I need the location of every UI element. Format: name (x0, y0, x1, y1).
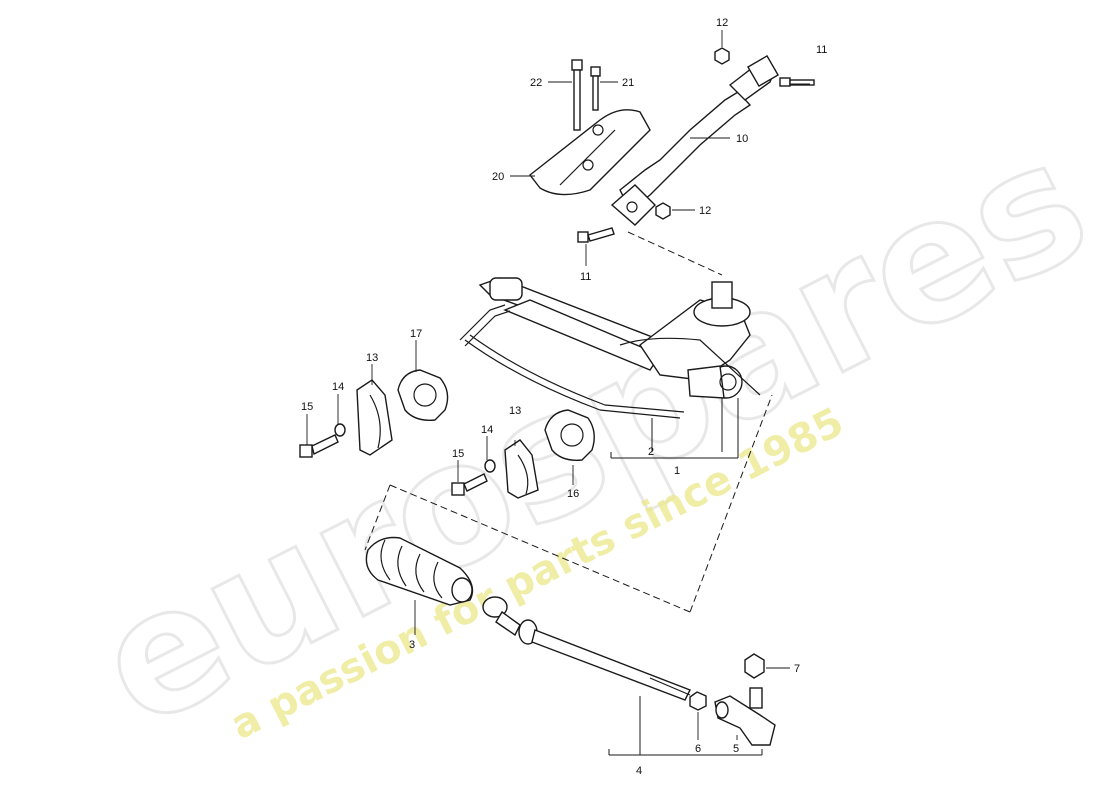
bolt-part-11-top[interactable] (779, 77, 815, 87)
leader-lines (306, 30, 810, 740)
callout-7: 7 (794, 663, 800, 675)
clamp-part-13-right[interactable] (504, 439, 539, 499)
rubber-mount-part-16[interactable] (544, 409, 595, 461)
callout-11-top: 11 (816, 44, 827, 56)
callout-20: 20 (492, 171, 504, 183)
assembly-dashed-lines (364, 231, 773, 613)
callout-13-left: 13 (366, 352, 378, 364)
bracket-4 (608, 696, 763, 756)
callout-14-left: 14 (332, 381, 344, 393)
nut-part-6[interactable] (689, 691, 707, 711)
bolt-part-21[interactable] (590, 66, 601, 111)
callout-1: 1 (674, 465, 680, 477)
hydraulic-line-part-2[interactable] (459, 304, 761, 396)
washer-part-14-right[interactable] (484, 459, 496, 473)
tie-rod-part-4[interactable] (482, 596, 691, 701)
callout-14-right: 14 (481, 424, 493, 436)
callout-15-left: 15 (301, 401, 313, 413)
washer-part-14-left[interactable] (334, 423, 346, 437)
bolt-part-11-mid[interactable] (577, 227, 615, 243)
rack-boot-part-3[interactable] (365, 536, 474, 606)
callout-3: 3 (409, 639, 415, 651)
heat-shield-part-20[interactable] (529, 109, 651, 196)
callout-10: 10 (736, 133, 748, 145)
bracket-1 (610, 398, 739, 459)
callout-22: 22 (530, 77, 542, 89)
nut-part-12-mid[interactable] (655, 202, 671, 220)
callout-5: 5 (733, 743, 739, 755)
callout-11-mid: 11 (580, 271, 591, 283)
callout-4: 4 (636, 765, 642, 777)
tie-rod-end-part-5[interactable] (714, 687, 776, 746)
callout-12-top: 12 (716, 17, 728, 29)
callout-21: 21 (622, 77, 634, 89)
callout-12-mid: 12 (699, 205, 711, 217)
callout-2: 2 (648, 446, 654, 458)
callout-15-right: 15 (452, 448, 464, 460)
bolt-part-15-right[interactable] (451, 473, 488, 496)
nut-part-12-top[interactable] (714, 47, 730, 65)
nut-part-7[interactable] (744, 653, 765, 679)
callout-17: 17 (410, 328, 422, 340)
callout-6: 6 (695, 743, 701, 755)
bolt-part-22[interactable] (571, 59, 583, 131)
rubber-mount-part-17[interactable] (397, 369, 449, 421)
callout-13-right: 13 (509, 405, 521, 417)
callout-16: 16 (567, 488, 579, 500)
callout-labels: 22 21 20 10 12 11 12 11 17 13 14 15 13 1… (301, 17, 827, 777)
bolt-part-15-left[interactable] (299, 434, 339, 458)
steering-shaft-part-10[interactable] (610, 55, 779, 226)
clamp-part-13-left[interactable] (356, 379, 393, 456)
